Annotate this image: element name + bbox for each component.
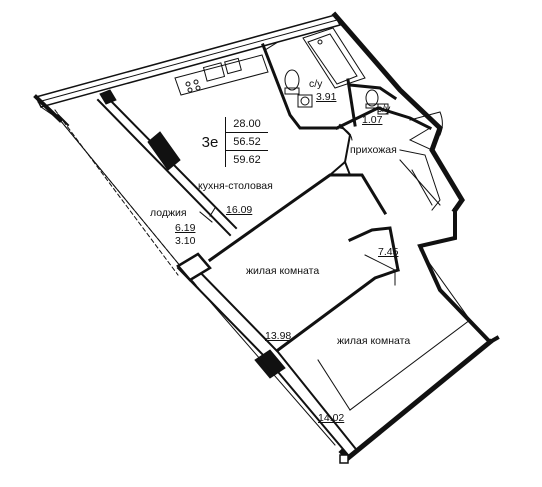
- area-total: 56.52: [226, 133, 268, 151]
- apartment-type-code: 3е: [201, 133, 219, 151]
- outer-wall-top: [34, 14, 342, 108]
- door-swing-icon: [264, 41, 443, 286]
- loggia-outline: [33, 94, 201, 291]
- hallway-area: 7.45: [378, 246, 399, 258]
- bathroom-2-name: с/у: [377, 103, 391, 115]
- hallway-name: прихожая: [350, 144, 397, 156]
- living-room-1-area: 13.98: [265, 330, 292, 342]
- kitchen-dining-area: 16.09: [226, 204, 253, 216]
- wall-hallway: [328, 106, 441, 211]
- sink-icon: [377, 103, 389, 115]
- kitchen-dining-name: кухня-столовая: [198, 180, 273, 192]
- bathroom-1-name: с/у: [309, 78, 323, 90]
- loggia-name: лоджия: [150, 207, 187, 219]
- wall-kitchen-loggia: [96, 89, 238, 237]
- living-room-1-name: жилая комната: [246, 265, 320, 277]
- living-room-2-name: жилая комната: [337, 335, 411, 347]
- bathtub-icon: [302, 27, 366, 89]
- wall-left-lower: [176, 252, 357, 457]
- bathroom-1-area: 3.91: [316, 91, 337, 103]
- corner-marker: [339, 454, 349, 464]
- wall-living-rooms: [275, 226, 400, 353]
- sink-icon: [297, 94, 313, 108]
- summary-divider: [225, 117, 226, 167]
- living-room-2-area: 14.02: [318, 412, 345, 424]
- loggia-area-2: 3.10: [175, 235, 196, 247]
- living-room-2-dash: [317, 249, 471, 411]
- bathroom-2-area: 1.07: [362, 114, 383, 126]
- kitchen-counter-icon: [174, 54, 269, 96]
- loggia-area-1: 6.19: [175, 222, 196, 234]
- toilet-icon: [284, 69, 300, 95]
- wall-bathrooms: [261, 43, 398, 130]
- apartment-summary: 3е 28.00 56.52 59.62: [196, 115, 268, 169]
- area-with-loggia: 59.62: [233, 154, 261, 166]
- loggia-door: [199, 207, 216, 223]
- area-living: 28.00: [226, 115, 268, 133]
- wall-kitchen-living: [207, 160, 388, 263]
